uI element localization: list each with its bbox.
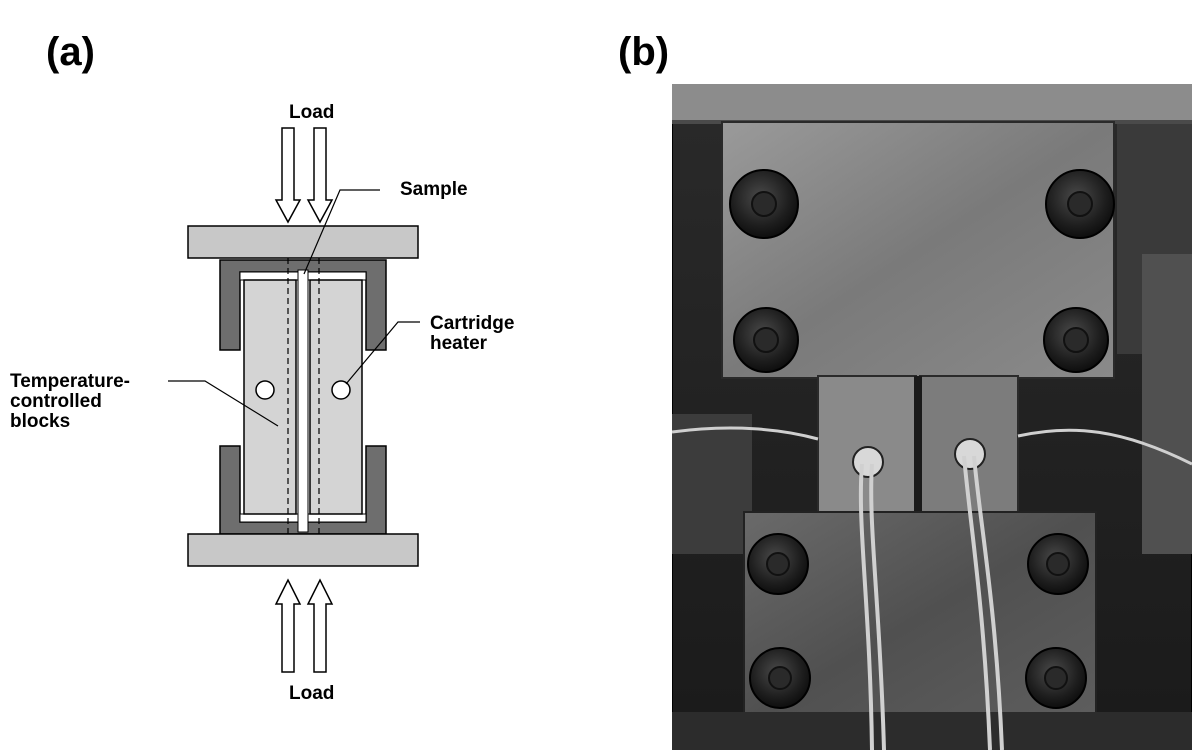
load-arrows-top	[274, 127, 334, 224]
cartridge-heater-right	[331, 380, 351, 400]
bolts-top	[729, 169, 1115, 373]
bolts-bottom	[747, 533, 1089, 709]
temperature-blocks-label: Temperature- controlled blocks	[10, 371, 131, 432]
frame	[219, 259, 387, 535]
load-label-bottom: Load	[289, 683, 335, 704]
cartridge-heater-label: Cartridge heater	[430, 313, 515, 354]
load-arrows-bottom	[274, 578, 334, 673]
panel-label-a: (a)	[46, 30, 95, 74]
photo-test-fixture	[672, 84, 1192, 750]
bottom-plate	[187, 533, 419, 567]
sample-label: Sample	[400, 179, 468, 200]
leader-lines	[168, 189, 420, 427]
load-label-top: Load	[289, 102, 335, 123]
temperature-block-left	[243, 279, 297, 515]
panel-label-b: (b)	[618, 30, 670, 74]
schematic-diagram	[168, 127, 420, 673]
thermocouple-wires	[858, 455, 1004, 750]
top-plate	[187, 225, 419, 259]
sample	[297, 269, 309, 533]
cartridge-heater-left	[255, 380, 275, 400]
